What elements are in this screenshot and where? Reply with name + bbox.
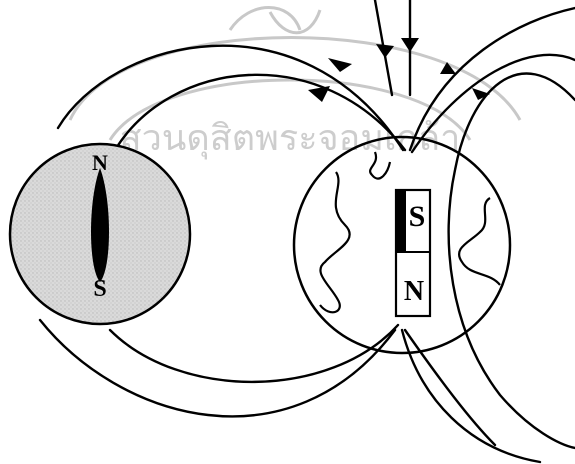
watermark-text: สวนดุสิตพระจอมเกล้า (120, 118, 461, 160)
field-arrows (308, 38, 490, 102)
continent-top (369, 151, 392, 180)
continent-right (458, 197, 501, 286)
field-line-right-top-1 (408, 6, 575, 152)
field-line-right-top-2 (410, 53, 575, 154)
field-line-inner-bottom (108, 323, 400, 384)
field-line-inner-top (113, 73, 407, 152)
compass-south-label: S (93, 276, 106, 302)
arrow-icon (308, 86, 330, 102)
bar-magnet-top-shade (396, 190, 406, 252)
magnet-bottom-pole-label: N (404, 276, 424, 307)
arrow-icon (401, 38, 419, 52)
arrow-icon (440, 62, 456, 74)
arrow-icon (472, 88, 490, 100)
continent-outlines (319, 151, 501, 314)
continent-left (319, 171, 351, 314)
field-line-right-bottom-2 (403, 328, 497, 447)
arrow-icon (376, 44, 394, 58)
field-line-outer-bottom (38, 318, 397, 418)
earth (292, 135, 512, 355)
field-line-right-bottom-1 (400, 328, 542, 464)
compass-needle (91, 168, 109, 282)
compass-north-label: N (92, 150, 108, 175)
field-line-outer-top (56, 44, 405, 152)
earth-globe (292, 135, 512, 355)
arrow-icon (328, 58, 352, 72)
earth-bar-magnet (394, 188, 432, 318)
field-line-right-loop (447, 72, 575, 450)
compass (8, 142, 192, 326)
magnet-top-pole-label: S (409, 200, 426, 233)
